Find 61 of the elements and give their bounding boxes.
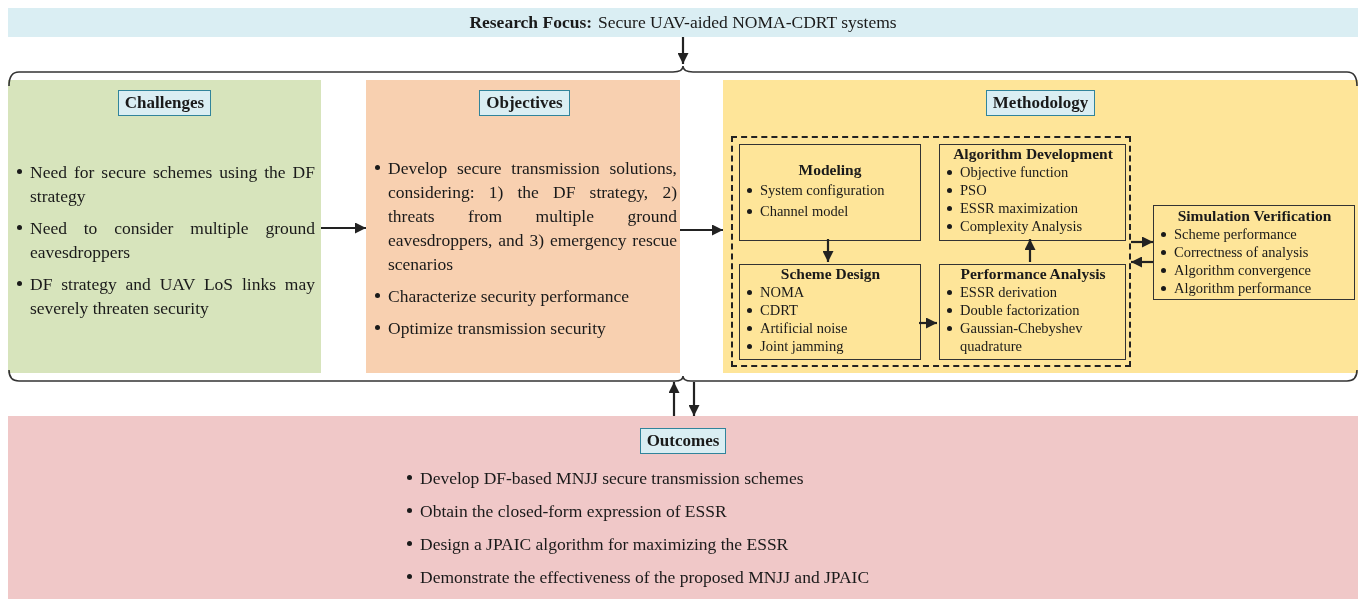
bullet-item: ESSR derivation xyxy=(944,283,1122,301)
brace xyxy=(8,369,1358,382)
bullet-item: Develop DF-based MNJJ secure transmission schemes xyxy=(404,466,1352,490)
arrow xyxy=(321,222,366,234)
section-panel xyxy=(8,80,321,373)
bullet-item: Algorithm performance xyxy=(1158,279,1351,297)
section-heading: Methodology xyxy=(985,90,1096,116)
bullet-item: Algorithm convergence xyxy=(1158,261,1351,279)
process-box xyxy=(739,144,921,241)
bullet-item: Need for secure schemes using the DF strategy xyxy=(14,160,315,208)
bullet-item: DF strategy and UAV LoS links may severely threaten security xyxy=(14,272,315,320)
section-heading: Objectives xyxy=(479,90,570,116)
box-heading: Modeling xyxy=(798,161,862,179)
process-box xyxy=(739,264,921,360)
bullet-item: System configuration xyxy=(744,181,916,199)
arrow xyxy=(822,239,834,262)
bullet-item: Objective function xyxy=(944,163,1122,181)
bullet-item: PSO xyxy=(944,181,1122,199)
bullet-item: Double factorization xyxy=(944,301,1122,319)
arrow xyxy=(1024,239,1036,262)
bullet-item: Need to consider multiple ground eavesdroppers xyxy=(14,216,315,264)
dashed-group-box xyxy=(731,136,1131,367)
bullet-item: Artificial noise xyxy=(744,319,917,337)
focus-text: Secure UAV-aided NOMA-CDRT systems xyxy=(598,12,897,32)
box-heading: Scheme Design xyxy=(780,265,881,283)
bullet-item: Design a JPAIC algorithm for maximizing the ESSR xyxy=(404,532,1352,556)
arrow xyxy=(919,317,937,329)
process-box xyxy=(939,144,1126,241)
box-heading: Simulation Verification xyxy=(1177,207,1332,225)
box-heading: Performance Analysis xyxy=(960,265,1106,283)
section-panel xyxy=(8,416,1358,599)
bullet-item: Complexity Analysis xyxy=(944,217,1122,235)
arrow xyxy=(680,224,723,236)
bullet-item: Gaussian-Chebyshev quadrature xyxy=(944,319,1122,355)
bullet-item: Joint jamming xyxy=(744,337,917,355)
brace xyxy=(8,65,1358,87)
bullet-item: Scheme performance xyxy=(1158,225,1351,243)
bullet-item: Optimize transmission security xyxy=(372,316,677,340)
bullet-item: Demonstrate the effectiveness of the proposed MNJJ and JPAIC xyxy=(404,565,1352,589)
bullet-item: NOMA xyxy=(744,283,917,301)
heading-label: Research Focus: xyxy=(469,12,593,32)
box-heading: Algorithm Development xyxy=(953,145,1113,163)
bullet-item: Develop secure transmission solutions, considering: 1) the DF strategy, 2) threats from multiple ground eavesdroppers, and 3) emergency rescue scenarios xyxy=(372,156,677,276)
bullet-item: ESSR maximization xyxy=(944,199,1122,217)
arrow xyxy=(668,382,680,416)
bullet-item: Characterize security performance xyxy=(372,284,677,308)
arrow xyxy=(1131,236,1153,248)
bullet-item: Channel model xyxy=(744,202,916,220)
section-heading: Outcomes xyxy=(639,428,727,454)
process-box xyxy=(1153,205,1355,300)
bullet-item: Obtain the closed-form expression of ESSR xyxy=(404,499,1352,523)
bullet-item: Correctness of analysis xyxy=(1158,243,1351,261)
section-panel xyxy=(366,80,680,373)
section-panel xyxy=(723,80,1358,373)
arrow xyxy=(1131,256,1153,268)
title-band xyxy=(8,8,1358,37)
section-heading: Challenges xyxy=(117,90,212,116)
arrow xyxy=(677,37,689,64)
arrow xyxy=(688,382,700,416)
process-box xyxy=(939,264,1126,360)
bullet-item: CDRT xyxy=(744,301,917,319)
